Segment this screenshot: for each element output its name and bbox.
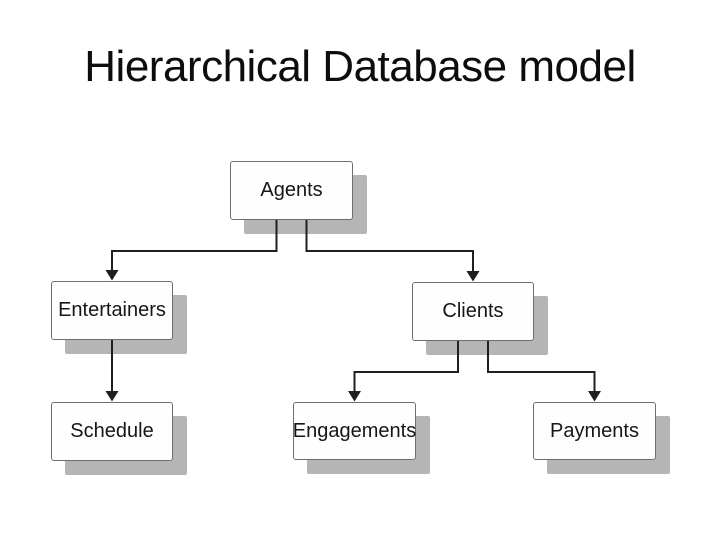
arrowhead-engagements [348, 391, 361, 402]
node-engagements-label: Engagements [292, 419, 417, 442]
node-entertainers-label: Entertainers [58, 299, 166, 321]
node-schedule: Schedule [51, 402, 173, 461]
node-payments-label: Payments [550, 419, 639, 442]
node-agents: Agents [230, 161, 353, 220]
arrowhead-payments [588, 391, 601, 402]
slide-title: Hierarchical Database model [84, 42, 636, 91]
node-engagements: Engagements [293, 402, 416, 460]
node-entertainers: Entertainers [51, 281, 173, 340]
arrowhead-clients [466, 271, 480, 282]
node-clients-label: Clients [442, 300, 504, 322]
arrowhead-schedule [105, 391, 119, 402]
node-clients: Clients [412, 282, 534, 341]
arrowhead-entertainers [105, 270, 119, 281]
node-payments: Payments [533, 402, 656, 460]
node-agents-label: Agents [260, 179, 323, 201]
node-schedule-label: Schedule [70, 420, 154, 442]
